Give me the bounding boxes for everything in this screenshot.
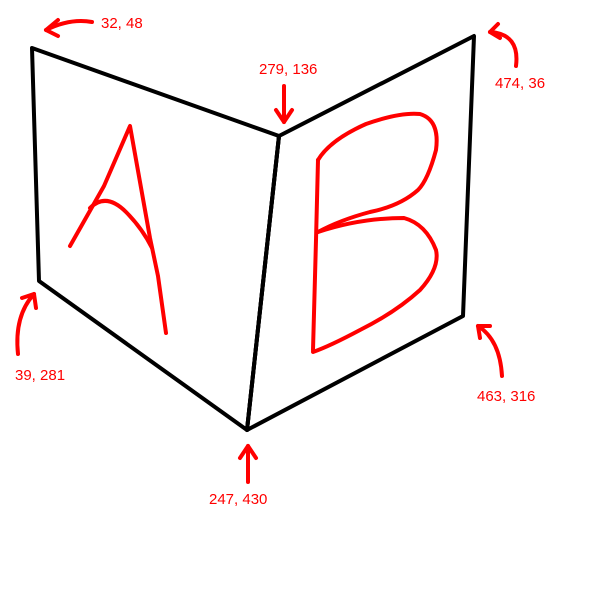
- left-panel-outline: [30, 46, 281, 432]
- letter-b-upper-bowl: [316, 111, 439, 234]
- arrow-top-center: [274, 84, 294, 124]
- fold-line: [245, 134, 281, 432]
- corner-label-top-left: 32, 48: [101, 15, 143, 32]
- corner-label-bottom-left: 39, 281: [15, 367, 66, 384]
- letter-b-lower-bowl: [311, 216, 439, 354]
- arrow-top-left: [44, 18, 94, 38]
- letter-a-strokes: [68, 124, 168, 335]
- right-panel-outline: [245, 34, 476, 432]
- letter-b-drawing: [311, 111, 439, 354]
- corner-label-top-right: 474, 36: [495, 75, 546, 92]
- corner-label-top-center: 279, 136: [259, 61, 318, 78]
- arrow-bottom-center: [238, 444, 258, 484]
- arrow-top-right: [488, 22, 519, 68]
- corner-label-bottom-center: 247, 430: [209, 491, 268, 508]
- arrow-bottom-right: [476, 324, 504, 378]
- arrow-bottom-left: [15, 292, 38, 356]
- letter-b-stem: [311, 158, 320, 352]
- corner-label-bottom-right: 463, 316: [477, 388, 536, 405]
- letter-a-drawing: [68, 124, 168, 335]
- letter-a-crossbar: [88, 199, 154, 250]
